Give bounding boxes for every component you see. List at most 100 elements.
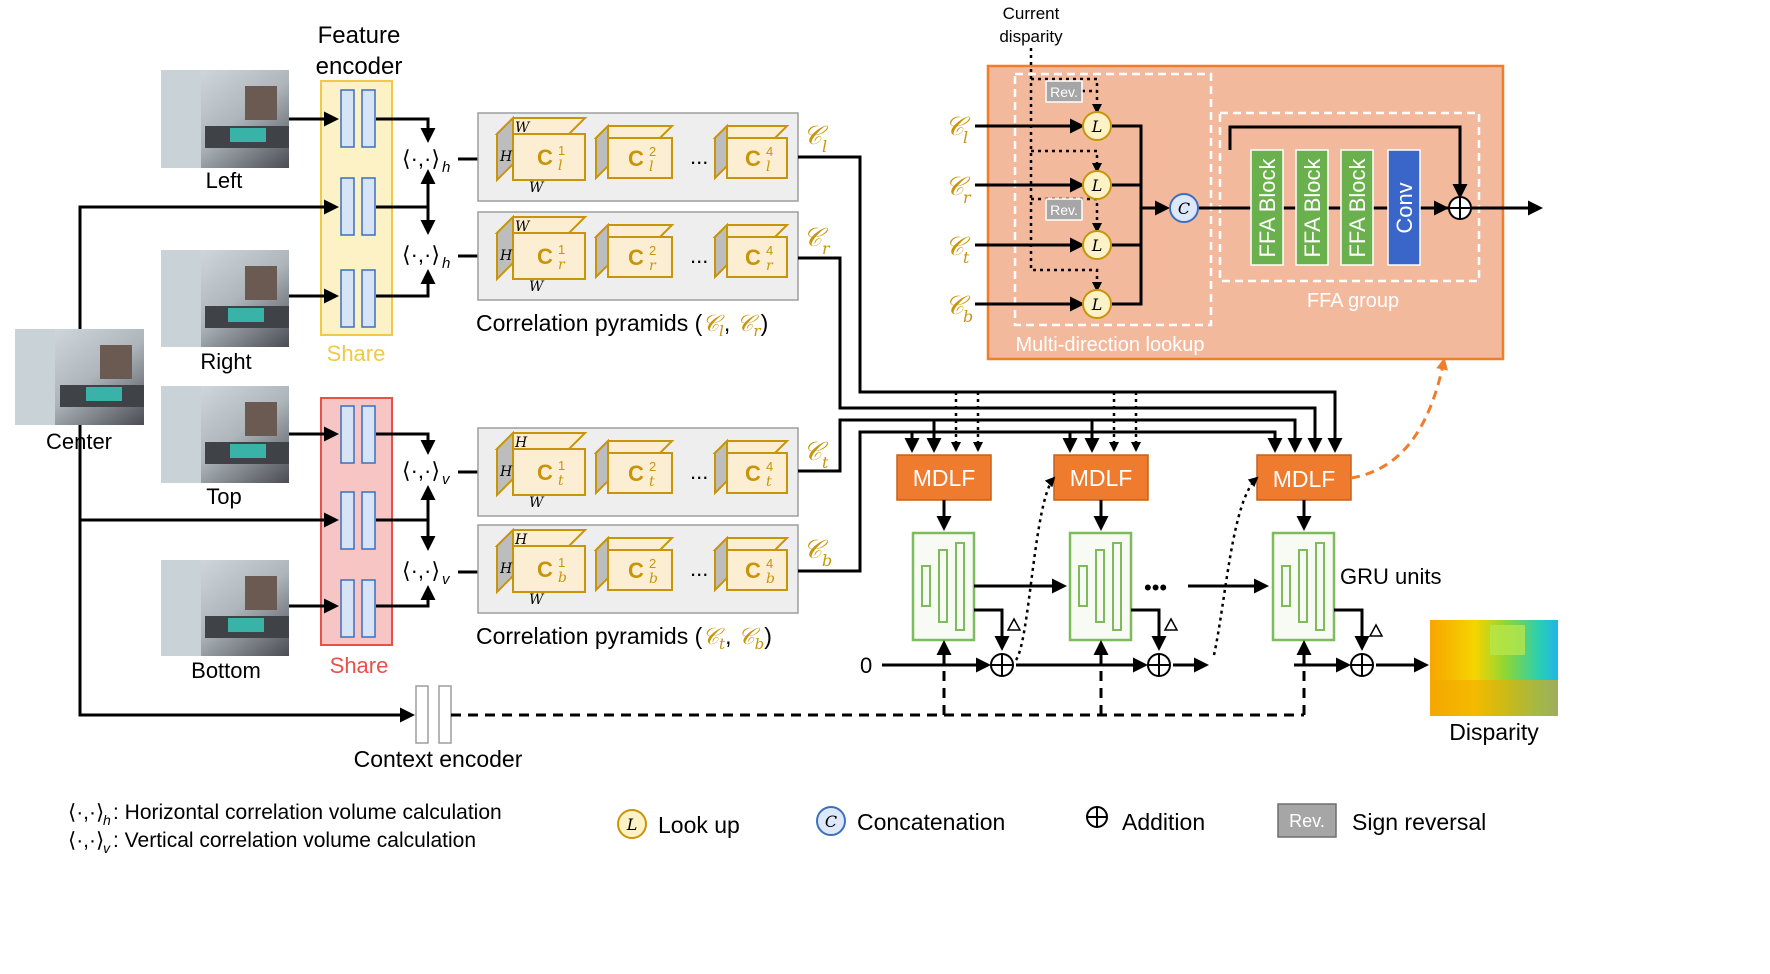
zero-init: 0 <box>860 653 872 678</box>
lookup-circle-1: L <box>1082 111 1112 141</box>
svg-text:C: C <box>745 146 761 171</box>
svg-text:l: l <box>822 137 827 156</box>
current-disparity-label-1: Current <box>1003 4 1060 23</box>
svg-text:b: b <box>766 571 775 587</box>
svg-text:4: 4 <box>766 459 773 474</box>
svg-text:4: 4 <box>766 556 773 571</box>
svg-text:h: h <box>103 812 111 828</box>
label-bottom: Bottom <box>191 658 261 683</box>
label-left: Left <box>206 168 243 193</box>
svg-text:1: 1 <box>558 242 565 257</box>
context-feature-dashed <box>451 640 1312 717</box>
current-disparity-dotted-to-mdlf <box>951 392 1141 452</box>
svg-text:⟨·,·⟩: ⟨·,·⟩ <box>68 801 104 824</box>
svg-text:l: l <box>963 128 968 147</box>
svg-text:MDLF: MDLF <box>1070 465 1133 491</box>
legend-addition: Addition <box>1086 806 1205 835</box>
corr-op-h1: ⟨·,·⟩ h <box>402 146 450 176</box>
svg-text:MDLF: MDLF <box>913 465 976 491</box>
svg-text:v: v <box>442 571 451 588</box>
svg-text:2: 2 <box>649 556 656 571</box>
svg-text:L: L <box>1091 176 1103 195</box>
svg-text:1: 1 <box>558 555 565 570</box>
svg-text:⟨·,·⟩: ⟨·,·⟩ <box>68 829 104 852</box>
svg-text:v: v <box>442 471 451 488</box>
svg-text:H: H <box>499 561 513 577</box>
pyramid-ellipsis: ... <box>690 243 708 268</box>
svg-text:h: h <box>442 255 450 272</box>
svg-text:t: t <box>963 248 970 267</box>
svg-text:FFA Block: FFA Block <box>1255 157 1280 257</box>
gru-unit-2 <box>1068 531 1133 642</box>
svg-text:l: l <box>766 159 770 175</box>
svg-text:H: H <box>499 248 513 264</box>
svg-text:C: C <box>825 812 837 831</box>
svg-text:v: v <box>103 840 111 856</box>
legend-rev: Rev. Sign reversal <box>1277 803 1486 838</box>
addition-circles <box>990 653 1374 677</box>
pyramid-routing-wires <box>798 155 1343 573</box>
svg-text:C: C <box>745 461 761 486</box>
mdlf-3: MDLF <box>1256 454 1352 501</box>
svg-text:H: H <box>499 464 513 480</box>
mdlf-2: MDLF <box>1053 454 1149 501</box>
svg-text:Rev.: Rev. <box>1050 202 1078 218</box>
svg-text:W: W <box>529 279 545 295</box>
svg-text:b: b <box>649 571 658 587</box>
svg-text:C: C <box>537 557 553 582</box>
svg-text:l: l <box>649 159 653 175</box>
svg-text:2: 2 <box>649 459 656 474</box>
gru-unit-1 <box>911 531 976 642</box>
svg-text:t: t <box>558 473 564 489</box>
svg-text:MDLF: MDLF <box>1273 466 1336 492</box>
svg-text:L: L <box>1091 236 1103 255</box>
svg-text:b: b <box>822 551 832 570</box>
svg-text:C: C <box>537 244 553 269</box>
svg-text:H: H <box>514 435 528 451</box>
svg-text:Sign reversal: Sign reversal <box>1352 809 1486 835</box>
rev-box-2: Rev. <box>1045 198 1083 221</box>
ffa-block-2: FFA Block <box>1295 149 1329 266</box>
label-right: Right <box>200 349 251 374</box>
svg-text:H: H <box>514 532 528 548</box>
feature-encoder-title-1: Feature <box>318 22 401 49</box>
svg-text:⟨·,·⟩: ⟨·,·⟩ <box>402 458 440 483</box>
multi-direction-label: Multi-direction lookup <box>1016 334 1205 356</box>
encoder-to-correlation-wires <box>376 117 436 608</box>
svg-text:1: 1 <box>558 143 565 158</box>
svg-text:Concatenation: Concatenation <box>857 809 1005 835</box>
svg-text:l: l <box>558 158 562 174</box>
svg-text:FFA Block: FFA Block <box>1300 157 1325 257</box>
input-image-bottom <box>161 560 289 656</box>
svg-text:W: W <box>529 495 545 511</box>
svg-text:2: 2 <box>649 144 656 159</box>
svg-text:b: b <box>963 307 973 326</box>
svg-text:C: C <box>628 461 644 486</box>
input-image-top <box>161 386 289 483</box>
svg-text:r: r <box>963 188 972 207</box>
gru-units-label: GRU units <box>1340 564 1441 589</box>
svg-text:Conv: Conv <box>1392 182 1417 233</box>
svg-text:r: r <box>822 239 831 258</box>
svg-text:C: C <box>628 245 644 270</box>
encoder-blocks <box>340 89 376 638</box>
current-disparity-label-2: disparity <box>999 27 1063 46</box>
svg-text:L: L <box>1091 117 1103 136</box>
mdlf-1: MDLF <box>896 454 992 501</box>
feature-encoder-title-2: encoder <box>316 53 403 80</box>
